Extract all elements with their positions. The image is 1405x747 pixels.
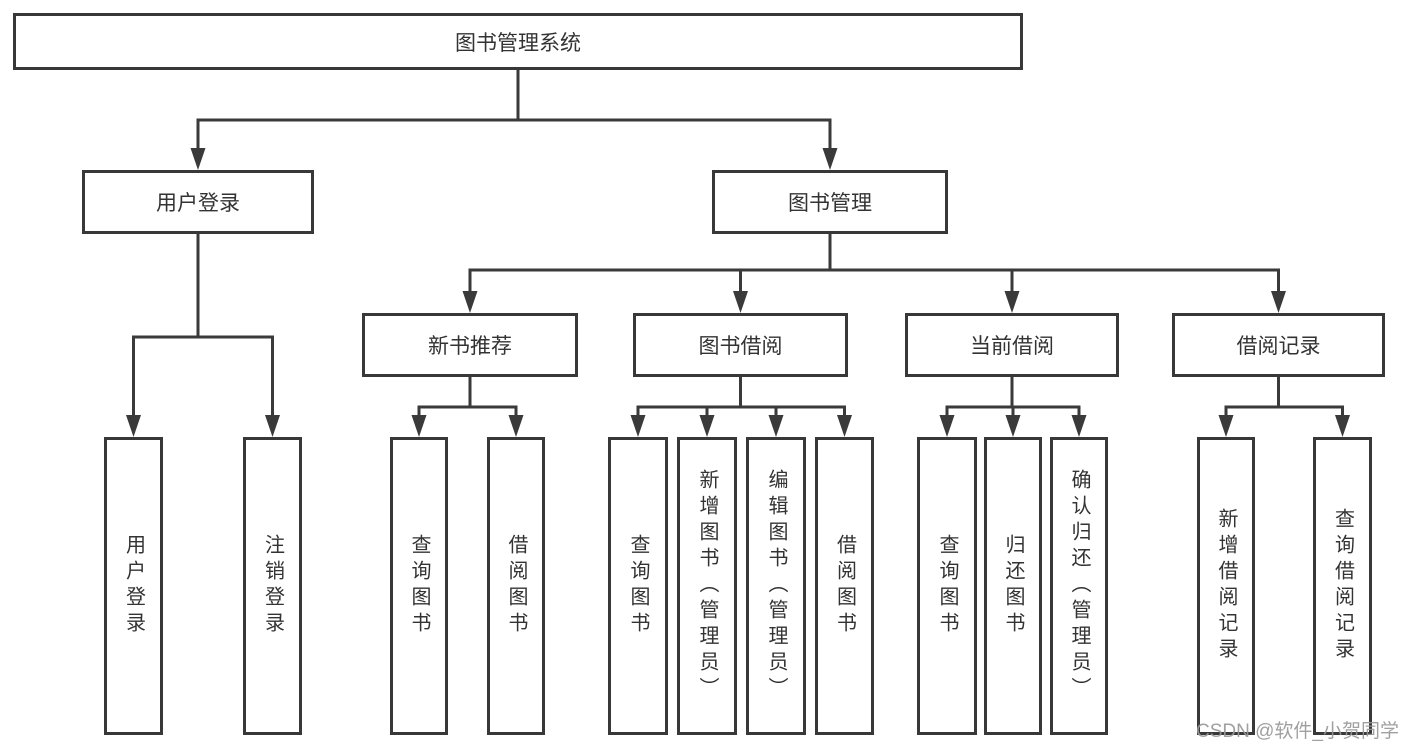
leaf-user-login: 用户登录: [104, 437, 163, 735]
node-label: 用户登录: [122, 534, 145, 638]
node-label: 注销登录: [261, 534, 284, 638]
leaf-borrow-book: 借阅图书: [487, 437, 545, 735]
leaf-add-book-admin: 新增图书（管理员）: [677, 437, 737, 735]
leaf-search-borrow-record: 查询借阅记录: [1313, 437, 1372, 735]
node-label: 新书推荐: [428, 335, 512, 358]
node-label: 新增图书（管理员）: [696, 469, 718, 703]
node-label: 编辑图书（管理员）: [765, 469, 787, 703]
node-label: 查询借阅记录: [1331, 508, 1354, 664]
node-book-management: 图书管理: [712, 170, 948, 234]
connector-arrowheads: [126, 148, 1350, 437]
leaf-borrow-book: 借阅图书: [815, 437, 874, 735]
node-borrow-records: 借阅记录: [1172, 313, 1385, 377]
node-label: 借阅图书: [505, 534, 527, 638]
node-label: 新增借阅记录: [1215, 508, 1237, 664]
node-label: 查询图书: [936, 534, 958, 638]
node-label: 借阅记录: [1236, 335, 1321, 358]
node-label: 图书管理: [788, 192, 872, 215]
leaf-search-book: 查询图书: [917, 437, 977, 735]
node-user-login: 用户登录: [82, 170, 314, 234]
node-label: 查询图书: [408, 534, 430, 638]
node-label: 借阅图书: [833, 534, 856, 638]
node-label: 确认归还（管理员）: [1068, 469, 1090, 703]
node-label: 查询图书: [627, 534, 649, 638]
node-label: 用户登录: [156, 192, 240, 215]
leaf-search-book: 查询图书: [608, 437, 668, 735]
connector-lines: [132, 68, 1344, 421]
node-label: 图书管理系统: [455, 31, 581, 55]
leaf-return-book: 归还图书: [984, 437, 1042, 735]
node-current-borrow: 当前借阅: [905, 313, 1119, 377]
node-root: 图书管理系统: [13, 13, 1023, 70]
leaf-logout: 注销登录: [243, 437, 302, 735]
leaf-search-book: 查询图书: [390, 437, 448, 735]
node-new-book-recommend: 新书推荐: [362, 313, 578, 377]
watermark: CSDN @软件_小贺同学: [1196, 721, 1399, 742]
leaf-add-borrow-record: 新增借阅记录: [1197, 437, 1255, 735]
node-book-borrow: 图书借阅: [633, 313, 848, 377]
leaf-edit-book-admin: 编辑图书（管理员）: [746, 437, 806, 735]
leaf-confirm-return-admin: 确认归还（管理员）: [1050, 437, 1108, 735]
node-label: 归还图书: [1002, 534, 1024, 638]
node-label: 当前借阅: [970, 335, 1054, 358]
node-label: 图书借阅: [698, 335, 783, 358]
